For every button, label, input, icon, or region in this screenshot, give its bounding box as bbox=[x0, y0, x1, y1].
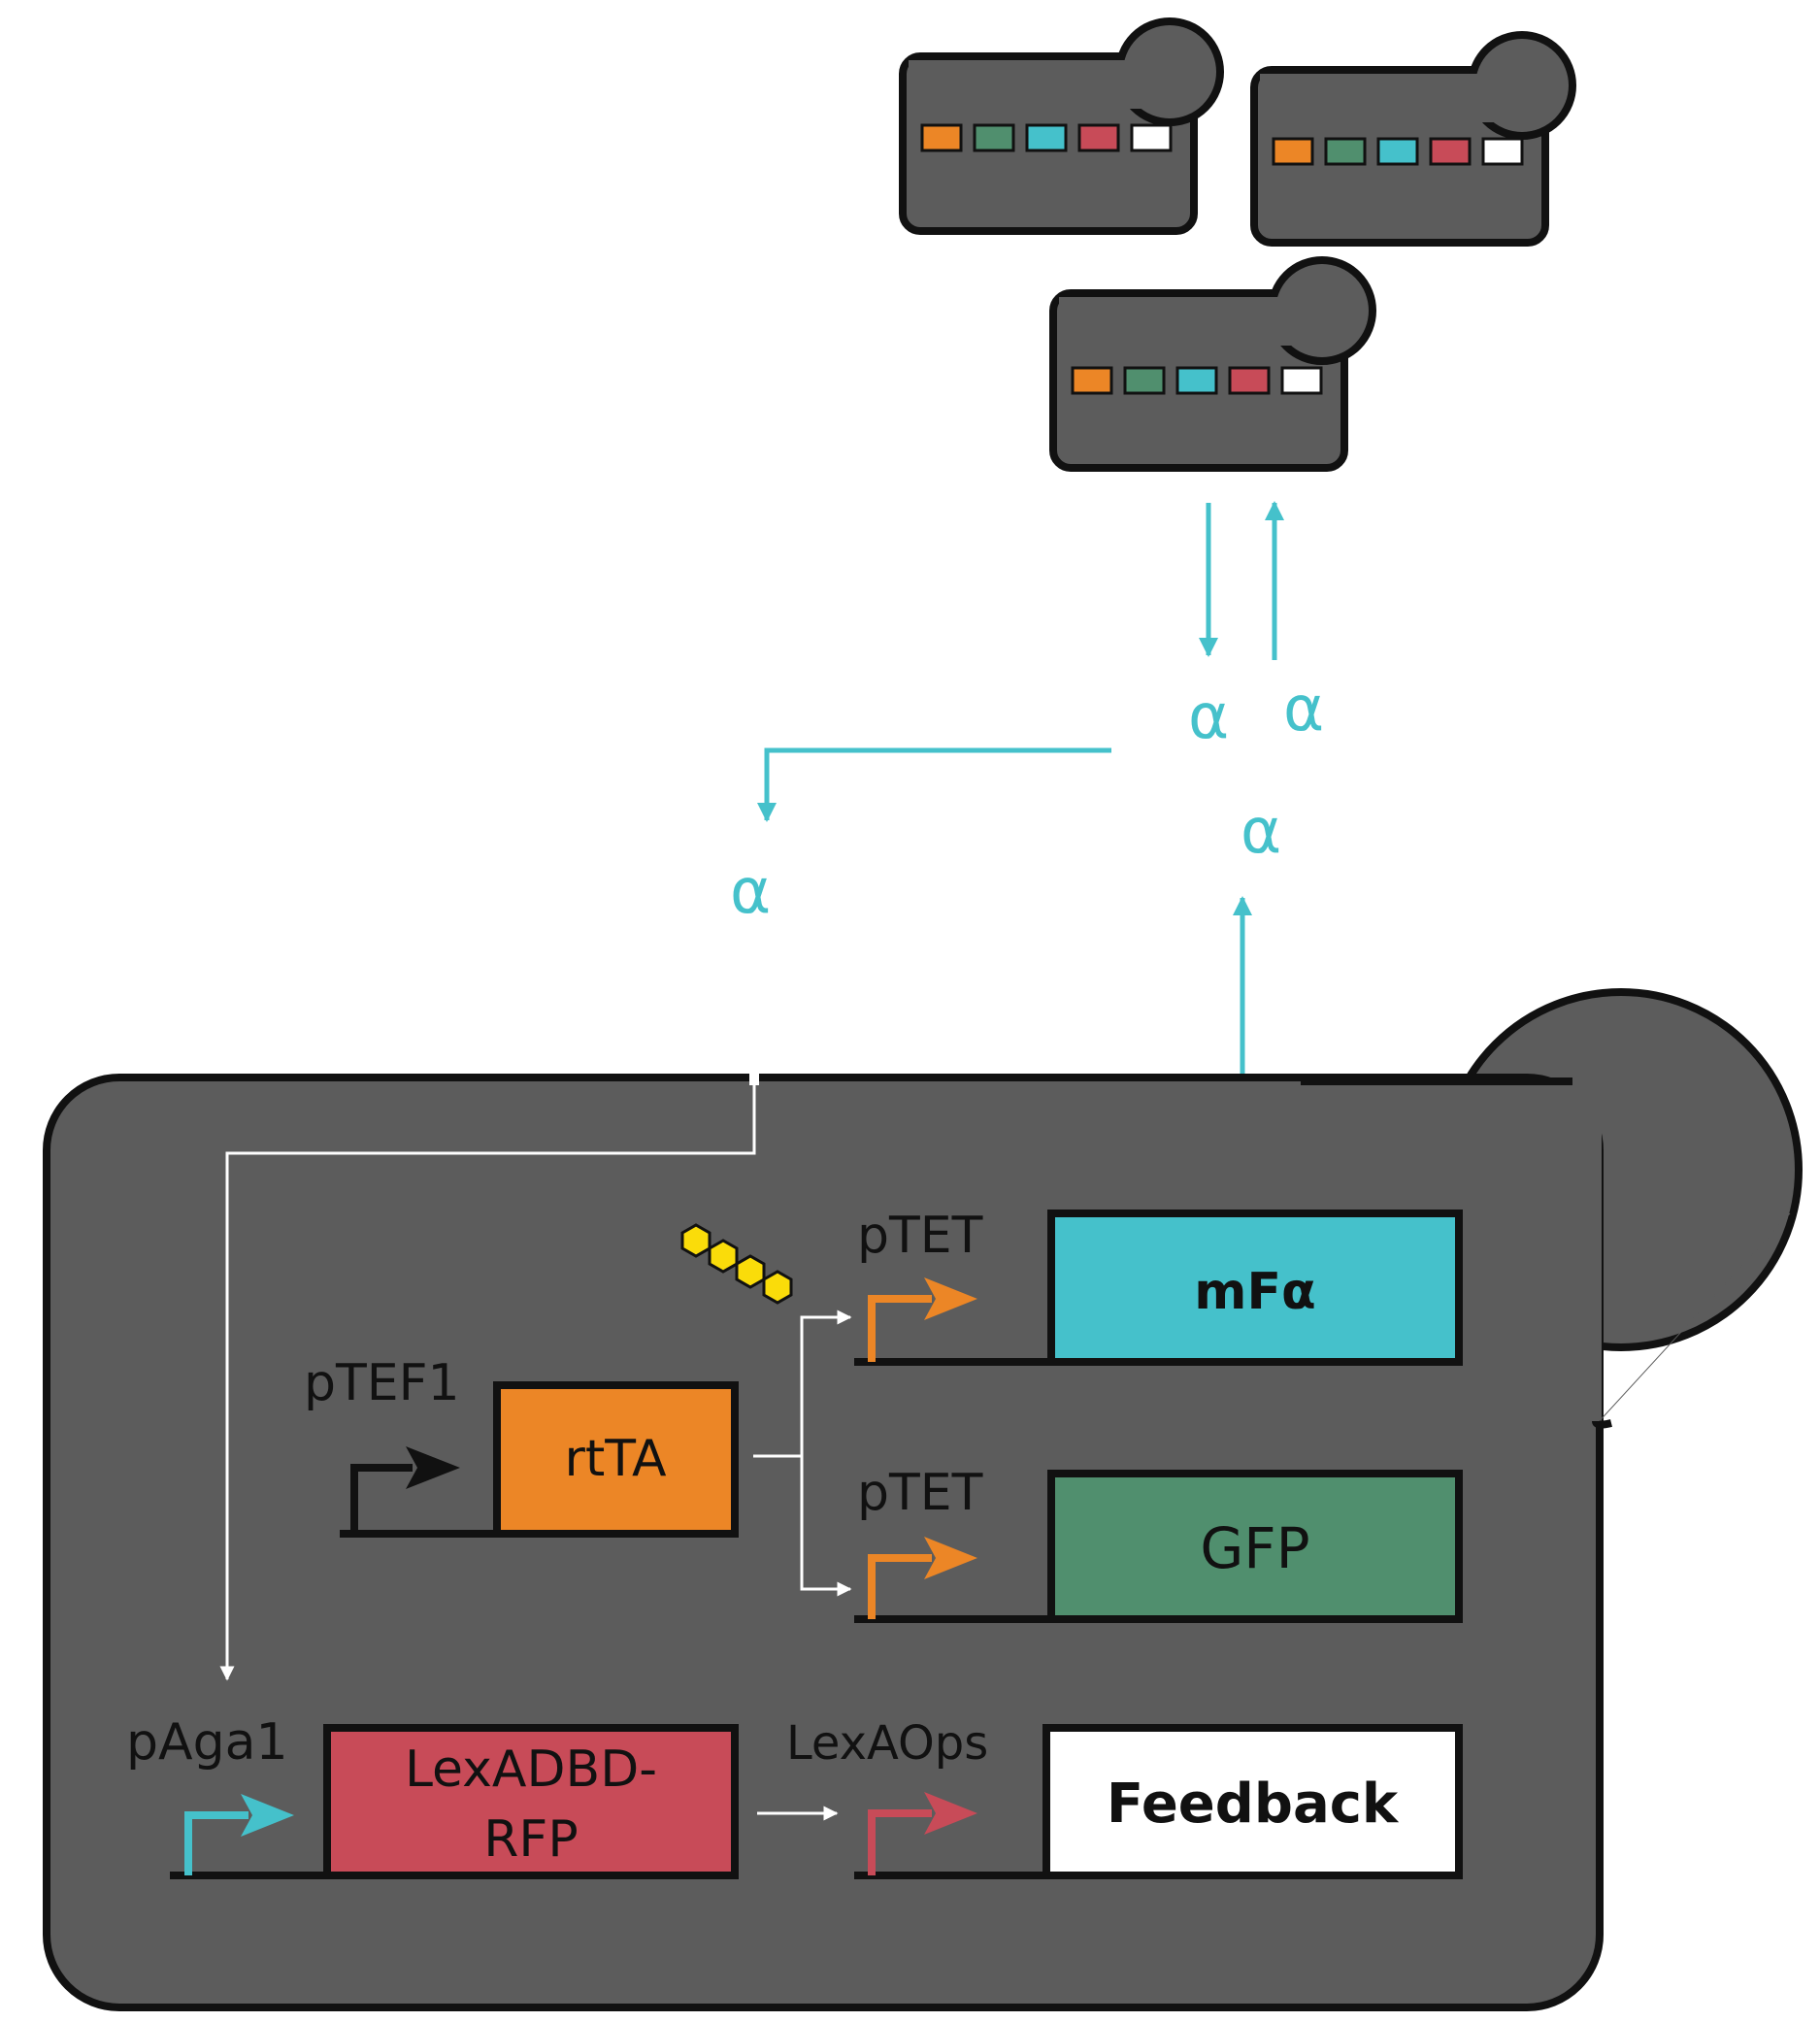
construct-mfa bbox=[854, 1210, 1463, 1366]
alpha-label-received: α bbox=[730, 856, 771, 928]
gene-gfp: GFP bbox=[1200, 1515, 1309, 1581]
alpha-label-neighbor: α bbox=[1283, 674, 1324, 746]
gene-lexadbd-line2: RFP bbox=[483, 1810, 578, 1869]
alpha-label-medium: α bbox=[1188, 681, 1229, 753]
promoter-paga1: pAga1 bbox=[126, 1713, 288, 1772]
promoter-lexaops: LexAOps bbox=[786, 1716, 988, 1771]
promoter-ptef1: pTEF1 bbox=[304, 1354, 460, 1412]
promoter-ptet-bottom: pTET bbox=[857, 1464, 983, 1522]
doxycycline-molecule-icon bbox=[680, 1223, 793, 1305]
construct-lexadbd-rfp bbox=[170, 1724, 739, 1879]
pheromone-response-path bbox=[219, 1083, 756, 1681]
gene-feedback: Feedback bbox=[1107, 1773, 1400, 1836]
arrow-to-cell bbox=[757, 747, 1111, 822]
neighbor-genes-2 bbox=[1272, 137, 1524, 166]
gene-rtta: rtTA bbox=[564, 1430, 666, 1488]
construct-rtta bbox=[340, 1381, 739, 1538]
construct-feedback bbox=[854, 1724, 1463, 1879]
construct-gfp bbox=[854, 1470, 1463, 1623]
receptor-port bbox=[749, 1074, 759, 1085]
gene-mfa: mFα bbox=[1194, 1263, 1315, 1321]
neighbor-cell-3 bbox=[1049, 256, 1376, 472]
promoter-ptet-top: pTET bbox=[857, 1207, 983, 1265]
gene-lexadbd-line1: LexADBD- bbox=[405, 1740, 657, 1799]
alpha-label-emitted: α bbox=[1241, 796, 1281, 868]
neighbor-genes-3 bbox=[1071, 366, 1323, 395]
rtta-activation-arrows bbox=[753, 1309, 852, 1597]
neighbor-genes-1 bbox=[920, 123, 1173, 152]
